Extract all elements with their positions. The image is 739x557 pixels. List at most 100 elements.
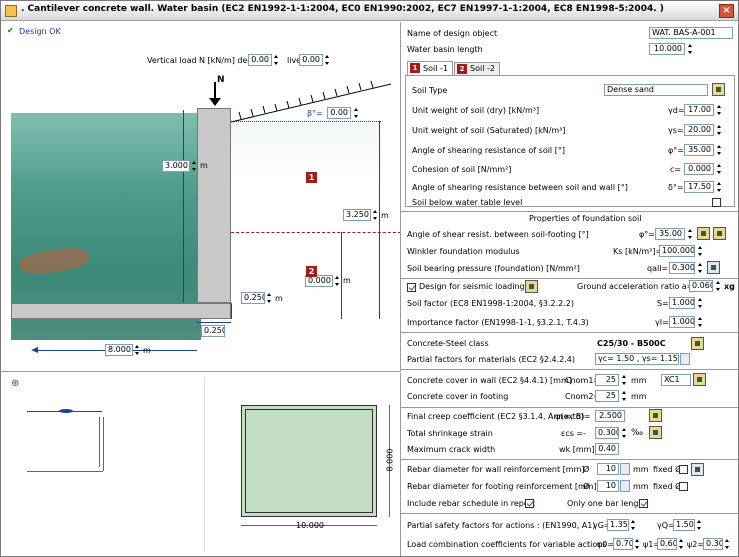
pf-dropdown-icon[interactable]: [680, 353, 690, 365]
n-dead-label: N [kN/m] dead: [199, 56, 258, 65]
uw-sat-spinner[interactable]: [716, 124, 723, 136]
found-phi-button-2[interactable]: [713, 227, 726, 240]
exposure-button[interactable]: [693, 373, 706, 386]
exposure-field[interactable]: XC1: [661, 374, 691, 386]
psi2-spinner[interactable]: [724, 538, 731, 550]
water-level-spinner[interactable]: [334, 275, 341, 287]
cnom2-spinner[interactable]: [621, 390, 628, 402]
seismic-checkbox[interactable]: [407, 283, 416, 292]
n-dead-spinner[interactable]: [273, 54, 280, 66]
rebar-wall-fixed-checkbox[interactable]: [679, 465, 688, 474]
gq-spinner[interactable]: [696, 519, 703, 531]
height-top-input[interactable]: 3.000: [162, 160, 190, 172]
gi-input[interactable]: 1.000: [669, 316, 695, 328]
beta-spinner[interactable]: [353, 107, 360, 119]
ks-label: Winkler foundation modulus: [407, 247, 520, 256]
basin-length-input[interactable]: 10.000: [649, 43, 685, 55]
cover-foot-label: Concrete cover in footing: [407, 392, 509, 401]
seismic-button[interactable]: [525, 280, 538, 293]
cnom1-input[interactable]: 25: [595, 374, 619, 386]
lcc-label: Load combination coefficients for variab…: [407, 540, 607, 549]
one-bar-checkbox[interactable]: [639, 499, 648, 508]
found-phi-spinner[interactable]: [687, 228, 694, 240]
pf-select[interactable]: γc= 1.50 , γs= 1.15: [595, 353, 679, 365]
water-level-input[interactable]: 0.000: [305, 275, 333, 287]
psi1-spinner[interactable]: [678, 538, 685, 550]
creep-input[interactable]: 2.500: [595, 410, 625, 422]
input-panel: Name of design object WAT. BAS-A-001 Wat…: [401, 22, 738, 556]
n-live-input[interactable]: 0.00: [299, 54, 323, 66]
ag-spinner[interactable]: [715, 280, 722, 292]
gi-label: Importance factor (EN1998-1-1, §3.2.1, T…: [407, 318, 589, 327]
zoom-icon[interactable]: ⊕: [11, 378, 20, 389]
n-live-spinner[interactable]: [324, 54, 331, 66]
close-button[interactable]: ×: [719, 4, 734, 18]
delta-input[interactable]: 17.50: [684, 181, 714, 193]
cnom1-spinner[interactable]: [621, 374, 628, 386]
uw-dry-spinner[interactable]: [716, 104, 723, 116]
class-button[interactable]: [691, 337, 704, 350]
bearing-spinner[interactable]: [697, 262, 704, 274]
gq-input[interactable]: 1.50: [673, 519, 695, 531]
bearing-button[interactable]: [707, 261, 720, 274]
delta-spinner[interactable]: [716, 181, 723, 193]
object-name-input[interactable]: WAT. BAS-A-001: [649, 27, 733, 39]
one-bar-label: Only one bar length: [567, 499, 647, 508]
found-phi-button[interactable]: [697, 227, 710, 240]
rebar-wall-dropdown[interactable]: [620, 463, 630, 475]
height-total-input[interactable]: 3.250: [343, 209, 371, 221]
wall-thickness-input[interactable]: 0.250: [201, 325, 225, 337]
phi-spinner[interactable]: [716, 144, 723, 156]
dim-height-total-line: [379, 121, 380, 319]
below-wt-checkbox[interactable]: [712, 198, 721, 207]
n-dead-input[interactable]: 0.00: [248, 54, 272, 66]
tab-soil-2[interactable]: 2 Soil -2: [454, 62, 500, 75]
ag-input[interactable]: 0.060: [689, 280, 713, 292]
bearing-input[interactable]: 0.300: [669, 262, 695, 274]
rebar-foot-input[interactable]: 10: [597, 480, 619, 492]
footing-thickness-spinner[interactable]: [266, 292, 273, 304]
rebar-wall-input[interactable]: 10: [597, 463, 619, 475]
psi0-spinner[interactable]: [634, 538, 641, 550]
gg-spinner[interactable]: [630, 519, 637, 531]
shrink-button[interactable]: [649, 426, 662, 439]
psi1-input[interactable]: 0.60: [657, 538, 677, 550]
cohesion-input[interactable]: 0.000: [684, 163, 714, 175]
shrink-input[interactable]: 0.300: [595, 427, 619, 439]
psi0-input[interactable]: 0.70: [613, 538, 633, 550]
cohesion-spinner[interactable]: [716, 163, 723, 175]
height-top-spinner[interactable]: [191, 160, 198, 172]
gi-spinner[interactable]: [697, 316, 704, 328]
basin-length-spinner[interactable]: [687, 43, 694, 55]
ks-input[interactable]: 100.000: [659, 245, 695, 257]
phi-input[interactable]: 35.00: [684, 144, 714, 156]
rebar-foot-fixed-checkbox[interactable]: [679, 482, 688, 491]
psi2-input[interactable]: 0.30: [703, 538, 723, 550]
heel-length-input[interactable]: 8.000: [105, 344, 133, 356]
footing-thickness-input[interactable]: 0.250: [241, 292, 265, 304]
dim-water-line: [341, 232, 342, 319]
found-phi-input[interactable]: 35.00: [655, 228, 685, 240]
uw-dry-input[interactable]: 17.00: [684, 104, 714, 116]
s-label: Soil factor (EC8 EN1998-1:2004, §3.2.2.2…: [407, 299, 574, 308]
soil-type-button[interactable]: [712, 83, 725, 96]
s-input[interactable]: 1.000: [669, 297, 695, 309]
rebar-wall-button[interactable]: [691, 463, 704, 476]
heel-length-spinner[interactable]: [134, 344, 141, 356]
beta-input[interactable]: 0.00: [327, 107, 351, 119]
crack-input[interactable]: 0.40: [595, 443, 619, 455]
creep-button[interactable]: [649, 409, 662, 422]
cnom2-input[interactable]: 25: [595, 390, 619, 402]
gg-input[interactable]: 1.35: [607, 519, 629, 531]
uw-sat-input[interactable]: 20.00: [684, 124, 714, 136]
water-level-unit: m: [343, 276, 351, 285]
s-spinner[interactable]: [697, 297, 704, 309]
ks-spinner[interactable]: [697, 245, 704, 257]
height-total-spinner[interactable]: [372, 209, 379, 221]
tab-soil-1[interactable]: 1 Soil -1: [407, 61, 453, 75]
soil-type-field[interactable]: Dense sand: [604, 84, 708, 96]
shrink-spinner[interactable]: [621, 427, 628, 439]
schedule-checkbox[interactable]: [525, 499, 534, 508]
rebar-foot-dropdown[interactable]: [620, 480, 630, 492]
vertical-load-label: Vertical load: [147, 56, 197, 65]
